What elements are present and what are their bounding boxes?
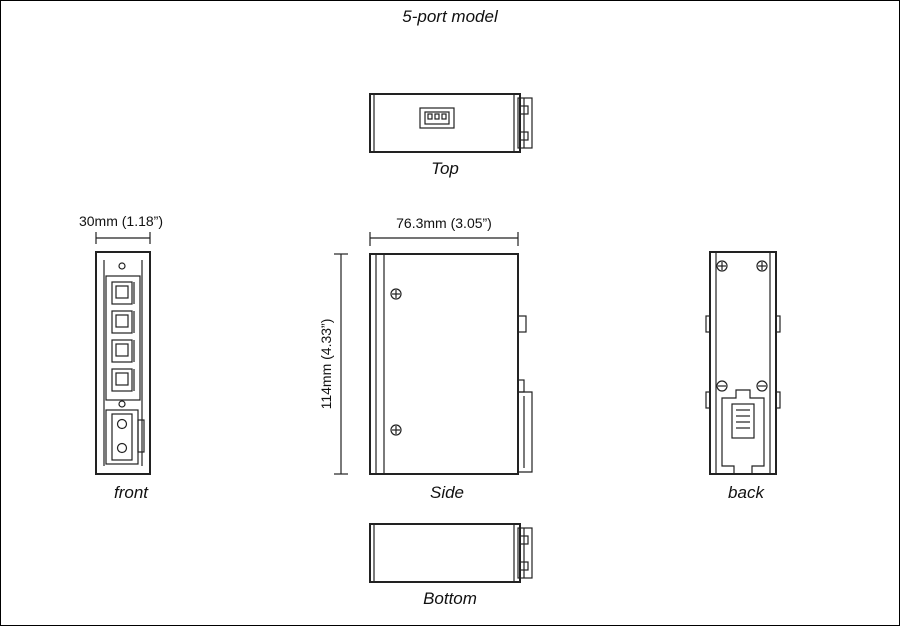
screw-icon (390, 288, 402, 300)
din-clip (517, 527, 533, 579)
rj45-port (111, 310, 135, 334)
back-view (705, 251, 781, 475)
front-view-body (95, 251, 151, 475)
back-view-body (709, 251, 777, 475)
screw-icon (716, 260, 728, 272)
din-clip (721, 389, 765, 475)
screw-icon (716, 380, 728, 392)
screw-icon (390, 424, 402, 436)
bottom-view-body (369, 523, 521, 583)
screw-icon (756, 260, 768, 272)
led-indicator (118, 262, 126, 270)
diagram-title: 5-port model (402, 7, 499, 26)
din-clip (517, 97, 533, 149)
front-view (95, 232, 151, 475)
top-view (369, 93, 533, 153)
front-view-label: front (114, 483, 149, 502)
rj45-port (111, 368, 135, 392)
height-dimension-label: 114mm (4.33”) (318, 319, 334, 410)
rj45-port-block (105, 275, 141, 401)
power-connector (419, 107, 455, 129)
bottom-view-label: Bottom (423, 589, 477, 608)
rj45-port (111, 281, 135, 305)
dip-switch (731, 403, 755, 439)
width-dimension-label: 30mm (1.18”) (79, 213, 163, 229)
din-rail-bracket (517, 315, 527, 333)
bottom-view (369, 523, 533, 583)
back-view-label: back (728, 483, 765, 502)
side-view-body (369, 253, 519, 475)
rj45-port (111, 339, 135, 363)
screw-icon (756, 380, 768, 392)
top-view-body (369, 93, 521, 153)
depth-dimension-label: 76.3mm (3.05”) (396, 215, 492, 231)
side-view (334, 232, 533, 475)
side-view-label: Side (430, 483, 464, 502)
fiber-port (105, 409, 139, 465)
top-view-label: Top (431, 159, 459, 178)
